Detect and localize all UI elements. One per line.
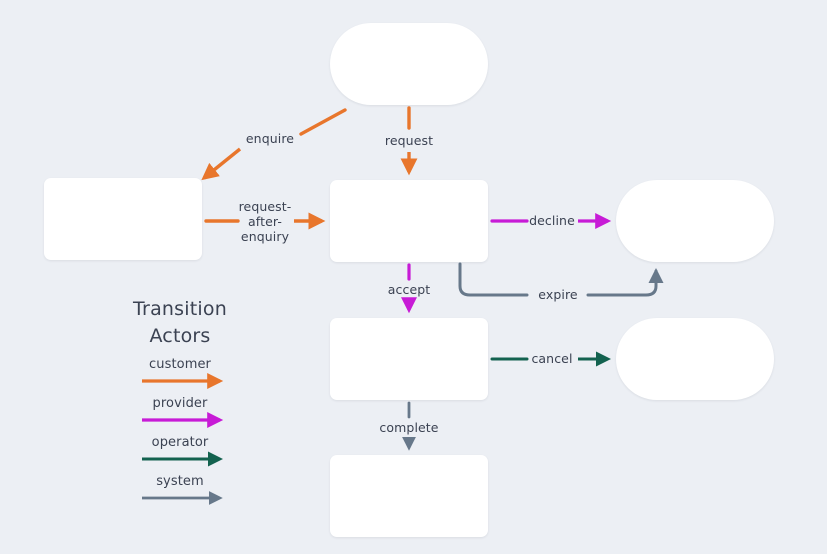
node-enquired[interactable] [44,178,202,260]
legend-arrow-system [126,490,234,506]
node-accepted[interactable] [330,318,488,400]
legend-item-label-customer: customer [148,357,212,372]
edge-expire [458,262,664,297]
node-declined[interactable] [616,180,774,262]
legend-item-label-operator: operator [151,435,209,450]
legend-item-label-system: system [156,474,204,489]
node-cancelled[interactable] [616,318,774,400]
legend-item-system: system [126,473,234,506]
legend-transition-actors: Transition Actors customer provider oper… [126,296,234,506]
legend-item-customer: customer [126,356,234,389]
node-completed[interactable] [330,455,488,537]
node-requested[interactable] [330,180,488,262]
legend-arrow-operator [126,451,234,467]
legend-item-operator: operator [126,434,234,467]
legend-title-line2: Actors [149,325,211,347]
edge-enquire [201,108,347,181]
legend-arrow-provider [126,412,234,428]
node-start[interactable] [330,23,488,105]
legend-item-provider: provider [126,395,234,428]
legend-item-label-provider: provider [152,396,208,411]
legend-arrow-customer [126,373,234,389]
legend-title-line1: Transition [133,298,227,320]
